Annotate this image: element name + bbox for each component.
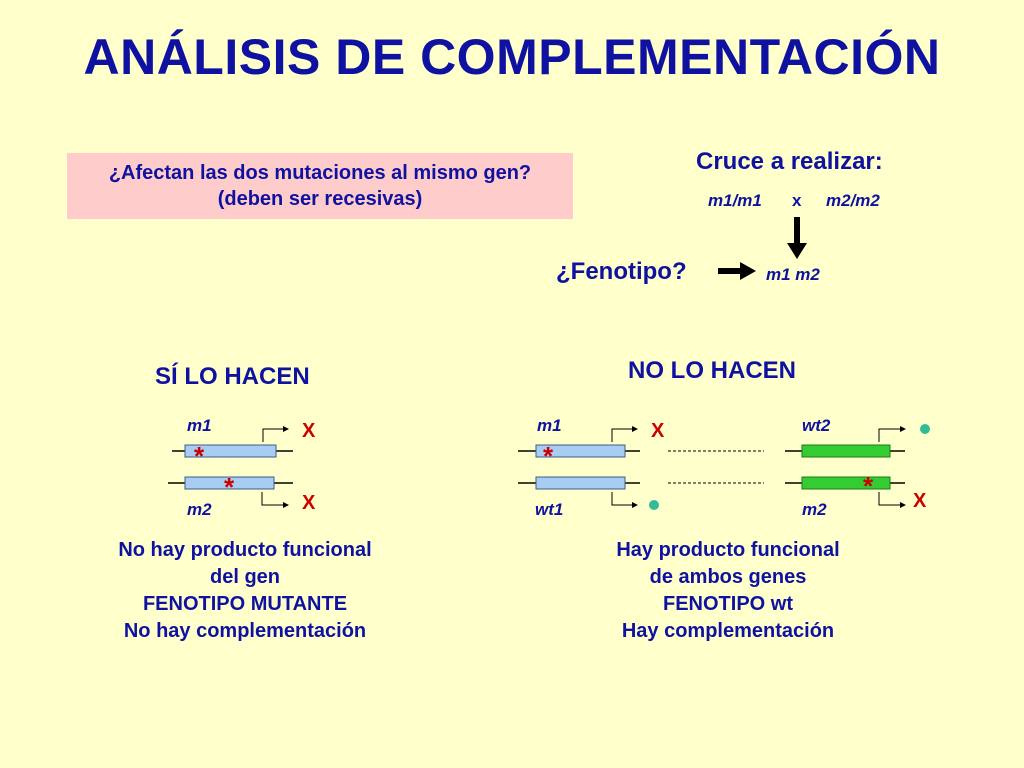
left-mutation-star-bottom: * [224,472,235,502]
right-no-product-mark-m1: X [651,420,665,442]
left-mutation-star-top: * [194,441,205,471]
right-conclusion-line-2: de ambos genes [649,566,807,588]
functional-product-dot-wt2 [920,424,930,434]
question-line-2: (deben ser recesivas) [217,188,423,210]
left-chromosome-bottom [168,476,293,508]
left-gene-label-m2: m2 [187,500,212,519]
right-gene1-top [518,426,640,458]
left-conclusion: No hay producto funcional del gen FENOTI… [60,537,430,645]
left-chromosome-top [172,426,293,458]
cross-parent-1: m1/m1 [708,191,762,210]
left-no-product-mark-top: X [302,420,316,442]
left-conclusion-line-4: No hay complementación [123,620,367,642]
right-gene-label-m2: m2 [802,500,827,519]
cross-title: Cruce a realizar: [696,148,883,175]
right-mutation-star-m1: * [543,441,554,471]
left-conclusion-line-3: FENOTIPO MUTANTE [142,593,348,615]
right-conclusion: Hay producto funcional de ambos genes FE… [556,537,900,645]
phenotype-question: ¿Fenotipo? [556,258,687,285]
right-arrow-icon [718,262,756,280]
right-heading: NO LO HACEN [628,357,796,384]
left-conclusion-line-2: del gen [209,566,280,588]
right-no-product-mark-m2: X [913,490,927,512]
down-arrow-icon [787,217,807,259]
right-gene-label-wt1: wt1 [535,500,564,519]
functional-product-dot-wt1 [649,500,659,510]
left-heading: SÍ LO HACEN [155,363,310,390]
cross-offspring: m1 m2 [766,265,820,284]
question-box: ¿Afectan las dos mutaciones al mismo gen… [67,153,573,219]
right-gene2-top [785,426,906,458]
right-gene2-bottom [785,476,906,508]
right-gene-label-m1: m1 [537,416,562,435]
left-conclusion-line-1: No hay producto funcional [118,539,372,561]
cross-parent-2: m2/m2 [826,191,880,210]
right-conclusion-line-4: Hay complementación [621,620,835,642]
left-gene-label-m1: m1 [187,416,212,435]
right-conclusion-line-1: Hay producto funcional [616,539,840,561]
right-gene1-bottom [518,476,640,508]
left-no-product-mark-bottom: X [302,492,316,514]
right-conclusion-line-3: FENOTIPO wt [663,593,793,615]
page-title: ANÁLISIS DE COMPLEMENTACIÓN [83,29,941,85]
question-line-1: ¿Afectan las dos mutaciones al mismo gen… [108,162,532,184]
cross-x: x [792,191,802,210]
right-mutation-star-m2: * [863,471,874,501]
right-gene-label-wt2: wt2 [802,416,831,435]
